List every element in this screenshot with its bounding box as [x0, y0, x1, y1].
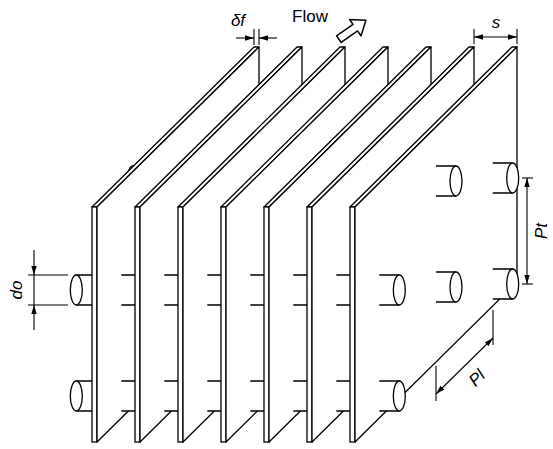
dimension-label: δf [229, 11, 247, 30]
dimension-line [33, 305, 34, 330]
extension-line [258, 29, 259, 45]
fin-edge [92, 207, 97, 442]
dimension-line [474, 36, 517, 37]
dimension-line [33, 275, 34, 305]
fin-edge [350, 207, 355, 442]
tube-end [450, 166, 462, 196]
dimension-line [236, 37, 254, 38]
dimension-line [526, 178, 527, 284]
fin-edge [178, 207, 183, 442]
tube-end [393, 275, 405, 305]
dimension-line [259, 37, 277, 38]
dimension-label: s [490, 13, 503, 32]
tube-end [450, 272, 462, 302]
dimension-line [436, 338, 493, 394]
dimension-label: Pl [464, 365, 491, 392]
fin-edge [264, 207, 269, 442]
fin-edge [221, 207, 226, 442]
tube-end [70, 381, 82, 411]
plates-and-tubes [70, 47, 518, 442]
extension-line [435, 366, 436, 401]
tube-end [507, 163, 519, 193]
tube-end [70, 275, 82, 305]
dimension-line [33, 250, 34, 275]
flow-label: Flow [290, 7, 330, 26]
dimension-lines [28, 12, 533, 401]
extension-line [253, 29, 254, 45]
fin-edge [135, 207, 140, 442]
fin-edge [307, 207, 312, 442]
extension-line [492, 310, 493, 345]
flow-arrow [333, 12, 372, 47]
tube-end [393, 381, 405, 411]
tube-end [507, 269, 519, 299]
dimension-label: do [7, 279, 26, 302]
fin-plate [355, 47, 517, 442]
dimension-label: Pt [532, 221, 551, 241]
